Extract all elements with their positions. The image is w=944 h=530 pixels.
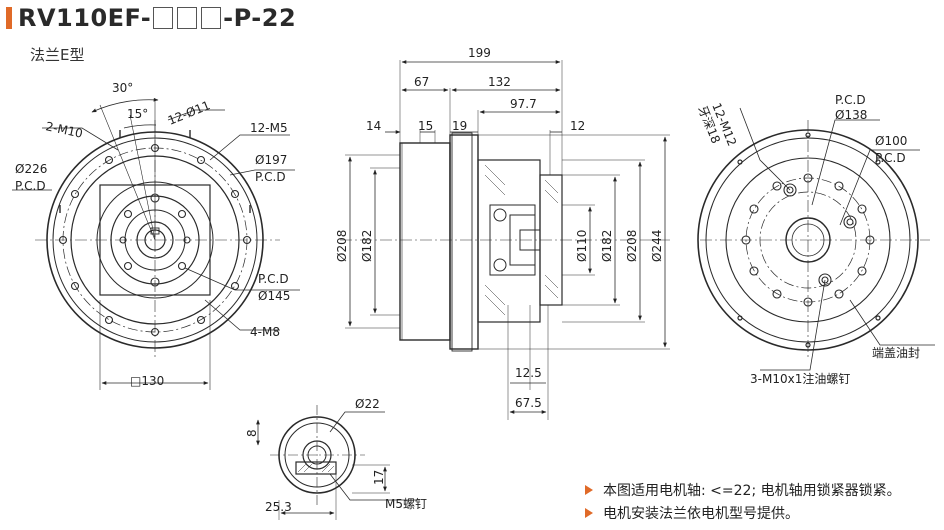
end-cap-seal-label: 端盖油封	[872, 346, 920, 360]
angle-15-label: 15°	[127, 107, 148, 121]
shaft-view-labels: Ø22 8 17 25.3 M5螺钉	[245, 397, 427, 514]
reducer-body	[477, 159, 541, 323]
d226-label: Ø226	[15, 162, 47, 176]
len67-5-label: 67.5	[515, 396, 542, 410]
len19-label: 19	[452, 119, 467, 133]
note-1: 本图适用电机轴: <=22; 电机轴用锁紧器锁紧。	[585, 480, 901, 500]
flange-disk	[449, 134, 479, 350]
d208-left-label: Ø208	[335, 230, 349, 262]
len12-5-label: 12.5	[515, 366, 542, 380]
sq130-label: □130	[130, 374, 164, 388]
rear-bolt-holes	[741, 173, 875, 307]
motor-flange-block	[399, 142, 451, 341]
len15-label: 15	[418, 119, 433, 133]
note-1-text: 本图适用电机轴: <=22; 电机轴用锁紧器锁紧。	[603, 483, 901, 499]
d100-label: Ø100	[875, 134, 907, 148]
d145-label: Ø145	[258, 289, 290, 303]
flange-type-subtitle: 法兰E型	[30, 46, 85, 64]
len132-label: 132	[488, 75, 511, 89]
m5-screw-label: M5螺钉	[385, 497, 427, 511]
note-2-text: 电机安装法兰依电机型号提供。	[603, 506, 799, 522]
len199-label: 199	[468, 46, 491, 60]
rear-outer-circle	[697, 129, 919, 351]
title-placeholder-box-3	[201, 7, 222, 29]
d182-right-label: Ø182	[600, 230, 614, 262]
note-bullet-icon	[585, 508, 593, 518]
rear-pcd-a-label: P.C.D	[835, 93, 866, 107]
title-placeholder-box-2	[177, 7, 198, 29]
pcd-a-label: P.C.D	[15, 179, 46, 193]
title-placeholder-box-1	[153, 7, 174, 29]
rear-view-labels: 12-M12 牙深18 P.C.D Ø138 Ø100 P.C.D 端盖油封 3…	[695, 93, 920, 386]
d182-left-label: Ø182	[360, 230, 374, 262]
note-bullet-icon	[585, 485, 593, 495]
pcd-b-label: P.C.D	[255, 170, 286, 184]
rear-view	[697, 107, 935, 371]
holes-12-d11-label: 12-Ø11	[166, 98, 212, 128]
shaft-outer-circle	[278, 416, 356, 494]
holes-2-m10-label: 2-M10	[44, 119, 84, 141]
shaft-len25-3-label: 25.3	[265, 500, 292, 514]
shaft-d22-label: Ø22	[355, 397, 380, 411]
d197-label: Ø197	[255, 153, 287, 167]
title-accent-bar	[6, 7, 12, 29]
pcd-c-label: P.C.D	[258, 272, 289, 286]
len12-label: 12	[570, 119, 585, 133]
shaft-len17-label: 17	[372, 470, 386, 485]
note-2: 电机安装法兰依电机型号提供。	[585, 503, 799, 523]
d208-right-label: Ø208	[625, 230, 639, 262]
d244-label: Ø244	[650, 230, 664, 262]
angle-30-label: 30°	[112, 81, 133, 95]
shaft-view	[256, 405, 420, 520]
len14-label: 14	[366, 119, 381, 133]
holes-12-m5-label: 12-M5	[250, 121, 288, 135]
title-suffix: -P-22	[223, 4, 297, 32]
d110-label: Ø110	[575, 230, 589, 262]
title-prefix: RV110EF-	[18, 4, 152, 32]
len97-7-label: 97.7	[510, 97, 537, 111]
oil-screws-label: 3-M10x1注油螺钉	[750, 371, 850, 386]
page-title: RV110EF- -P-22	[18, 4, 296, 32]
shaft-len8-label: 8	[245, 429, 259, 437]
front-view	[12, 97, 300, 390]
len67-label: 67	[414, 75, 429, 89]
holes-4-m8-label: 4-M8	[250, 325, 280, 339]
side-view-labels: 199 67 132 97.7 14 15 19 12 Ø208 Ø182 Ø1…	[335, 46, 664, 410]
front-view-labels: 30° 15° 12-Ø11 2-M10 12-M5 Ø226 P.C.D Ø1…	[15, 81, 290, 388]
d138-label: Ø138	[835, 108, 867, 122]
side-view	[340, 60, 670, 420]
rear-pcd-b-label: P.C.D	[875, 151, 906, 165]
